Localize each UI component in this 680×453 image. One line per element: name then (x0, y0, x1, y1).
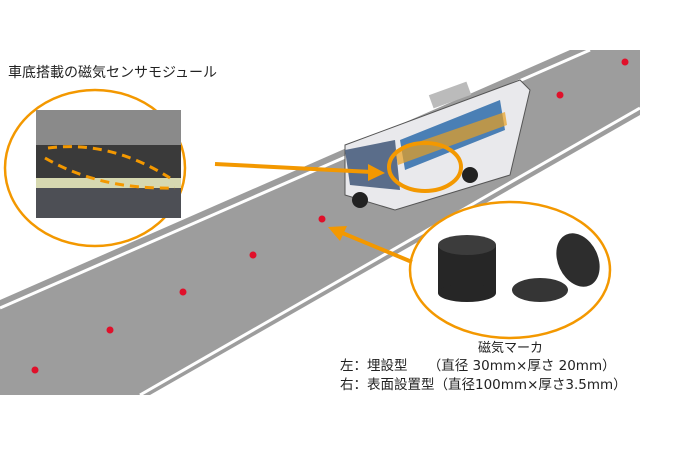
marker-left-spec: 左：埋設型 （直径 30mm×厚さ 20mm） (340, 358, 616, 374)
road-marker (556, 91, 564, 99)
marker-right-spec: 右：表面設置型（直径100mm×厚さ3.5mm） (340, 377, 627, 393)
road-marker (31, 366, 39, 374)
road-marker (318, 215, 326, 223)
road-marker (621, 58, 629, 66)
sensor-module-label: 車底搭載の磁気センサモジュール (8, 65, 218, 81)
marker-heading: 磁気マーカ (478, 341, 544, 356)
arrow-to-bus (214, 162, 385, 181)
road-marker (106, 326, 114, 334)
bus-sensor-highlight (387, 141, 463, 193)
arrow-to-marker (328, 226, 413, 264)
road-marker (249, 251, 257, 259)
sensor-photo (36, 110, 181, 218)
marker-dots (31, 58, 629, 374)
road-marker (179, 288, 187, 296)
magnetic-markers-photo (438, 233, 600, 302)
